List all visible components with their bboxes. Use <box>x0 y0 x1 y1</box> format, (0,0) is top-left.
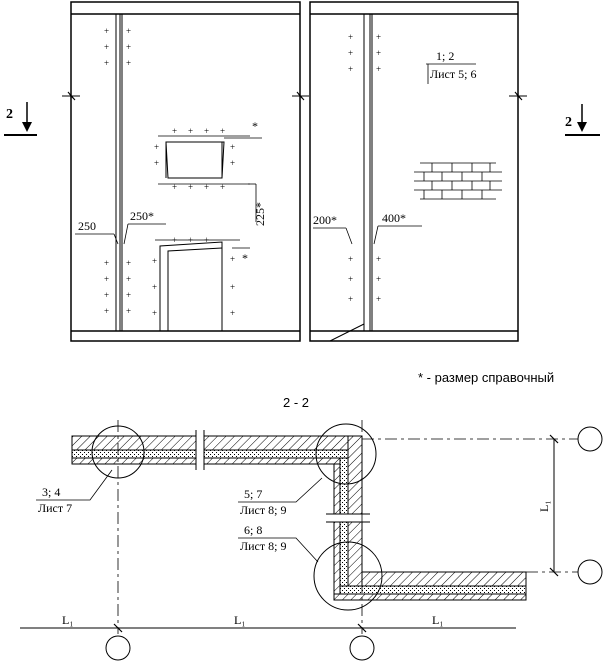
dim-250: 250 <box>78 219 96 233</box>
svg-text:+: + <box>188 182 193 192</box>
svg-text:+: + <box>230 254 235 264</box>
svg-text:+: + <box>204 126 209 136</box>
svg-text:+: + <box>152 282 157 292</box>
dim-star-top: * <box>252 119 258 133</box>
svg-text:+: + <box>348 48 353 58</box>
svg-text:+: + <box>188 235 193 245</box>
svg-text:+: + <box>376 294 381 304</box>
svg-text:+: + <box>376 274 381 284</box>
svg-text:+: + <box>126 274 131 284</box>
span-label-vertical: L₁ <box>537 500 551 512</box>
svg-text:+: + <box>204 182 209 192</box>
svg-text:+: + <box>172 235 177 245</box>
svg-text:+: + <box>348 254 353 264</box>
svg-text:+: + <box>172 126 177 136</box>
svg-text:+: + <box>104 42 109 52</box>
svg-text:+: + <box>376 32 381 42</box>
callout-c-num: 6; 8 <box>244 523 262 537</box>
dim-star-low: * <box>242 251 248 265</box>
svg-text:+: + <box>348 32 353 42</box>
section-2-2 <box>20 420 603 661</box>
anchor-marks-right: + + + + + + + + + + + + <box>348 32 381 304</box>
svg-text:+: + <box>152 256 157 266</box>
svg-text:+: + <box>220 182 225 192</box>
svg-text:+: + <box>376 48 381 58</box>
section-marker-right: 2 <box>565 104 600 136</box>
section-title: 2 - 2 <box>283 395 309 410</box>
callout-b-sheet: Лист 8; 9 <box>240 503 286 517</box>
section-marker-right-label: 2 <box>565 115 572 130</box>
svg-text:+: + <box>152 308 157 318</box>
svg-text:+: + <box>220 126 225 136</box>
svg-text:+: + <box>104 274 109 284</box>
svg-text:+: + <box>230 158 235 168</box>
callout-a-sheet: Лист 7 <box>38 501 72 515</box>
span-label-1: L₁ <box>62 613 74 627</box>
dim-225-ref: 225* <box>253 202 267 226</box>
anchor-marks-left: + + + + + + + + + + + + + + + + + + + + + + + + + + + + +… <box>104 26 235 318</box>
svg-text:+: + <box>154 158 159 168</box>
callout-elev-num: 1; 2 <box>436 49 454 63</box>
section-marker-left-label: 2 <box>6 107 13 122</box>
svg-text:+: + <box>104 58 109 68</box>
svg-text:+: + <box>126 26 131 36</box>
svg-text:+: + <box>104 290 109 300</box>
svg-text:+: + <box>104 306 109 316</box>
elevation-left-panel <box>62 1 309 342</box>
svg-text:+: + <box>126 258 131 268</box>
svg-text:+: + <box>230 308 235 318</box>
elevation-dimensions <box>75 63 476 249</box>
svg-text:+: + <box>126 306 131 316</box>
svg-text:+: + <box>188 126 193 136</box>
brick-wall-symbol <box>414 162 502 200</box>
svg-text:+: + <box>348 274 353 284</box>
span-label-3: L₁ <box>432 613 444 627</box>
svg-text:+: + <box>348 294 353 304</box>
svg-text:+: + <box>348 64 353 74</box>
callout-b-num: 5; 7 <box>244 487 262 501</box>
callout-elev-sheet: Лист 5; 6 <box>430 67 476 81</box>
svg-text:+: + <box>204 235 209 245</box>
svg-text:+: + <box>376 64 381 74</box>
svg-text:+: + <box>104 26 109 36</box>
callout-a-num: 3; 4 <box>42 485 60 499</box>
svg-text:+: + <box>172 182 177 192</box>
svg-text:+: + <box>376 254 381 264</box>
svg-text:+: + <box>126 58 131 68</box>
svg-text:+: + <box>126 42 131 52</box>
span-label-2: L₁ <box>234 613 246 627</box>
svg-text:+: + <box>230 142 235 152</box>
svg-text:+: + <box>154 142 159 152</box>
reference-note: * - размер справочный <box>418 370 554 385</box>
dim-250-ref: 250* <box>130 209 154 223</box>
elevation-right-panel <box>309 1 527 342</box>
dim-200-ref: 200* <box>313 213 337 227</box>
svg-text:+: + <box>126 290 131 300</box>
dim-400-ref: 400* <box>382 211 406 225</box>
svg-text:+: + <box>230 282 235 292</box>
callout-c-sheet: Лист 8; 9 <box>240 539 286 553</box>
svg-text:+: + <box>104 258 109 268</box>
section-marker-left: 2 <box>4 102 37 136</box>
